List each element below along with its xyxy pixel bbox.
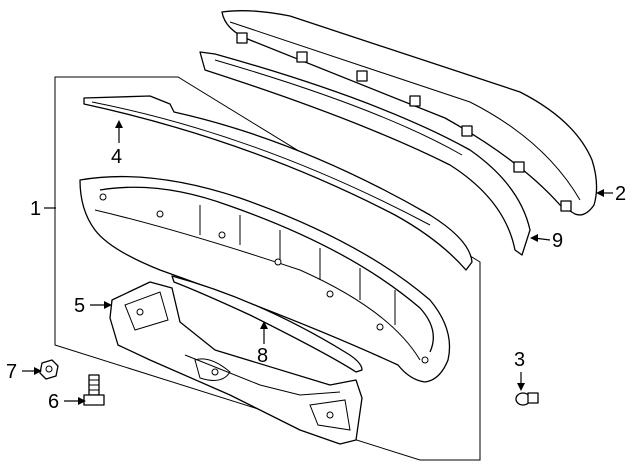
callout-8: 8 [257, 345, 268, 367]
callout-3: 3 [514, 349, 525, 371]
assembly-outline [54, 76, 481, 461]
bolt[interactable] [83, 374, 105, 406]
callout-9: 9 [552, 230, 563, 252]
leader-lines [22, 120, 613, 405]
callout-7: 7 [6, 361, 17, 383]
upper-trim-strip[interactable] [83, 95, 473, 271]
lower-trim-strip[interactable] [171, 275, 363, 373]
callout-6: 6 [48, 391, 59, 413]
callout-4: 4 [111, 146, 122, 168]
spoiler-seal-strip[interactable] [199, 51, 531, 256]
clip-fastener[interactable] [515, 392, 539, 406]
nut[interactable] [39, 359, 59, 380]
callout-2: 2 [615, 183, 626, 205]
spoiler-inner-frame[interactable] [79, 175, 451, 383]
hinge-bracket-assembly[interactable] [109, 281, 363, 445]
spoiler-shell[interactable] [221, 10, 598, 216]
callout-5: 5 [74, 295, 85, 317]
callout-1: 1 [30, 198, 41, 220]
callout-labels: 1 2 3 4 5 6 7 8 9 [6, 146, 626, 413]
